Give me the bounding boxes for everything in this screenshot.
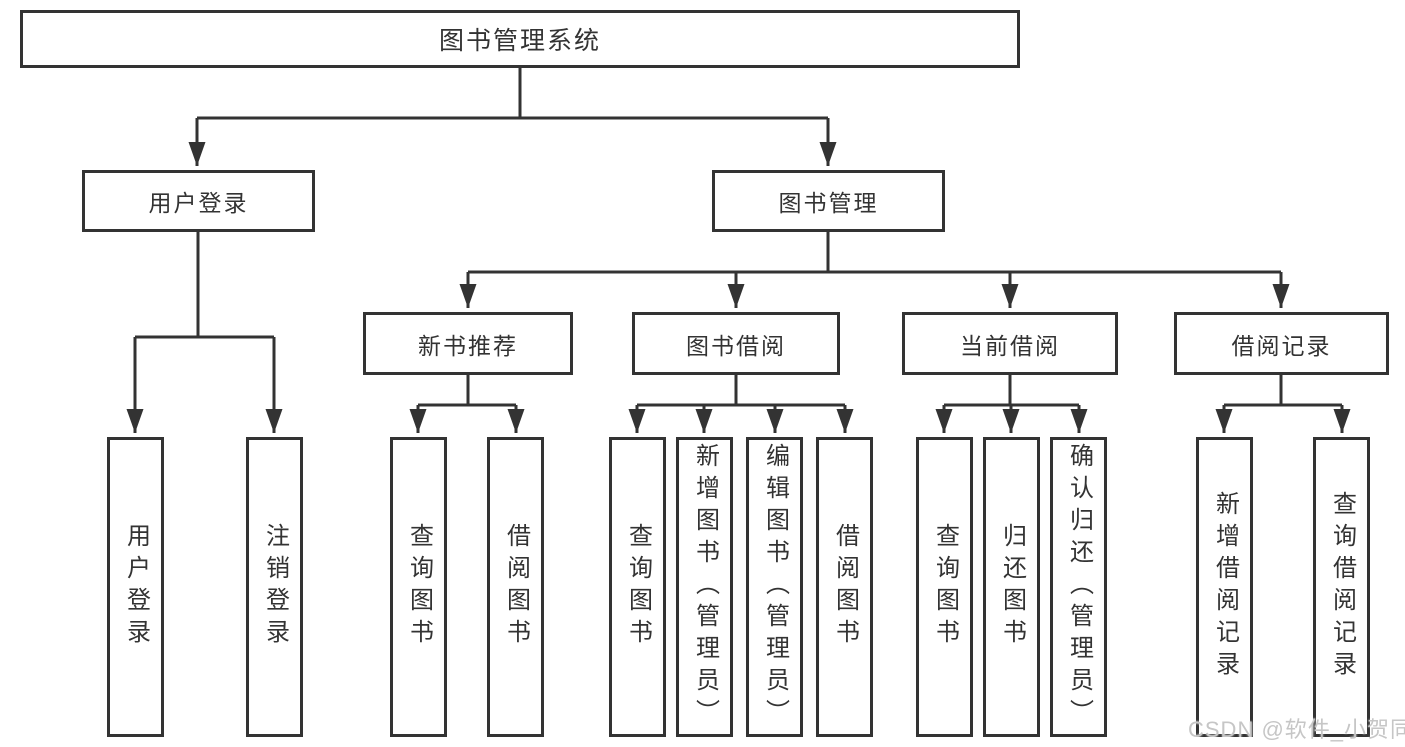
node-borrow-records: 借阅记录 [1174, 312, 1389, 375]
connector-current-borrow-to-leaves [935, 375, 1088, 433]
node-new-book-recommend: 新书推荐 [363, 312, 573, 375]
leaf-query-borrow-record: 查询借阅记录 [1313, 437, 1370, 737]
leaf-add-borrow-record: 新增借阅记录 [1196, 437, 1253, 737]
node-current-borrow: 当前借阅 [902, 312, 1118, 375]
csdn-watermark: CSDN @软件_小贺同学 [1188, 717, 1405, 742]
leaf-borrow-borrow-books-label: 借阅图书 [831, 523, 859, 651]
leaf-current-query-books-label: 查询图书 [931, 523, 959, 651]
leaf-edit-books-admin-label: 编辑图书（管理员） [761, 443, 789, 731]
node-book-management: 图书管理 [712, 170, 945, 232]
leaf-add-books-admin-label: 新增图书（管理员） [691, 443, 719, 731]
connector-book-borrow-to-leaves [628, 375, 854, 433]
connector-borrow-records-to-leaves [1215, 375, 1351, 433]
leaf-borrow-query-books: 查询图书 [609, 437, 666, 737]
leaf-logout-label: 注销登录 [261, 523, 289, 651]
leaf-recommend-query-books: 查询图书 [390, 437, 447, 737]
leaf-borrow-query-books-label: 查询图书 [624, 523, 652, 651]
leaf-recommend-borrow-books-label: 借阅图书 [502, 523, 530, 651]
leaf-user-login: 用户登录 [107, 437, 164, 737]
node-book-borrow: 图书借阅 [632, 312, 840, 375]
connector-root-to-level2 [188, 68, 837, 166]
leaf-return-books-label: 归还图书 [998, 523, 1026, 651]
node-user-login: 用户登录 [82, 170, 315, 232]
connector-new-book-to-leaves [409, 375, 525, 433]
leaf-recommend-borrow-books: 借阅图书 [487, 437, 544, 737]
leaf-current-query-books: 查询图书 [916, 437, 973, 737]
leaf-add-books-admin: 新增图书（管理员） [676, 437, 733, 737]
connector-book-mgmt-to-level3 [459, 232, 1290, 308]
leaf-add-borrow-record-label: 新增借阅记录 [1211, 491, 1239, 683]
node-root-system: 图书管理系统 [20, 10, 1020, 68]
leaf-user-login-label: 用户登录 [122, 523, 150, 651]
leaf-logout: 注销登录 [246, 437, 303, 737]
leaf-confirm-return-admin: 确认归还（管理员） [1050, 437, 1107, 737]
leaf-edit-books-admin: 编辑图书（管理员） [746, 437, 803, 737]
leaf-return-books: 归还图书 [983, 437, 1040, 737]
leaf-confirm-return-admin-label: 确认归还（管理员） [1065, 443, 1093, 731]
connector-user-login-to-leaves [126, 232, 283, 433]
leaf-borrow-borrow-books: 借阅图书 [816, 437, 873, 737]
leaf-recommend-query-books-label: 查询图书 [405, 523, 433, 651]
leaf-query-borrow-record-label: 查询借阅记录 [1328, 491, 1356, 683]
